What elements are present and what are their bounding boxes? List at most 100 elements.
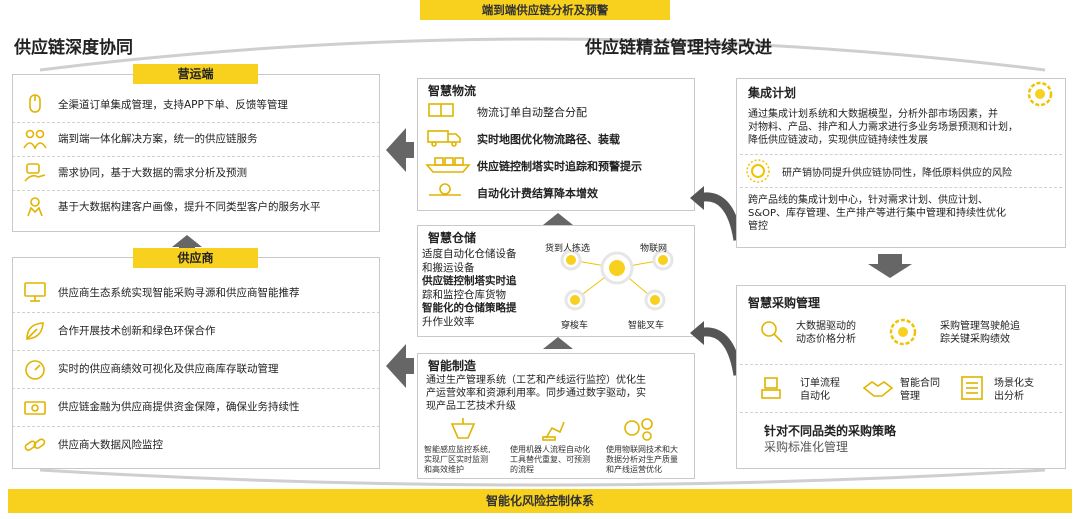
list-item: 合作开展技术创新和绿色环保合作 <box>12 312 380 348</box>
sub-line: 的流程 <box>510 465 534 474</box>
sensor-icon <box>450 418 476 439</box>
list-item: 端到端一体化解决方案，统一的供应链服务 <box>12 122 380 154</box>
plan-panel <box>736 78 1066 248</box>
warehouse-line: 智能化的仓储策略提 <box>422 302 517 314</box>
manufacturing-sub: 智能感应监控系统, 实现厂区实时监测 和高效维护 <box>424 445 510 475</box>
procure-strategy: 针对不同品类的采购策略 <box>764 424 897 438</box>
magnifier-icon <box>761 321 783 343</box>
procure-panel <box>736 285 1066 469</box>
list-item-text: 自动化计费结算降本增效 <box>477 186 598 200</box>
procure-cell: 订单流程 自动化 <box>800 377 840 403</box>
sub-line: 数据分析对生产质量 <box>606 455 678 464</box>
handshake-icon <box>12 161 58 185</box>
procure-cell: 智能合同 管理 <box>900 377 940 403</box>
warehouse-line: 适度自动化仓储设备 <box>422 248 517 260</box>
supplier-panel <box>12 257 380 469</box>
sub-line: 使用物联网技术和大 <box>606 445 678 454</box>
dashboard-icon <box>889 318 917 346</box>
cell-line: 踪关键采购绩效 <box>940 334 1010 345</box>
manufacturing-line: 现产品工艺技术升级 <box>426 401 516 412</box>
list-item: 物流订单自动整合分配 <box>425 98 693 125</box>
manufacturing-line: 产运营效率和资源利用率。同步通过数字驱动，实 <box>426 388 646 399</box>
warehouse-network <box>560 249 674 311</box>
procure-divider <box>740 412 1062 413</box>
cell-line: 动态价格分析 <box>796 334 856 345</box>
gear-icon <box>1027 81 1053 107</box>
handshake-icon <box>862 381 894 397</box>
plan-line: 跨产品线的集成计划中心，针对需求计划、供应计划、 <box>748 195 988 206</box>
list-item: 自动化计费结算降本增效 <box>425 179 693 206</box>
supplier-list: 供应商生态系统实现智能采购寻源和供应商智能推荐 合作开展技术创新和绿色环保合作 … <box>12 274 380 468</box>
list-item: 供应商生态系统实现智能采购寻源和供应商智能推荐 <box>12 274 380 310</box>
sub-line: 智能感应监控系统, <box>424 445 491 454</box>
plan-mid-text: 研产销协同提升供应链协同性，降低原料供应的风险 <box>782 168 1012 179</box>
list-item-text: 供应商大数据风险监控 <box>58 439 163 451</box>
node-label: 穿梭车 <box>561 321 589 331</box>
link-icon <box>12 433 58 457</box>
right-heading: 供应链精益管理持续改进 <box>585 38 772 58</box>
manufacturing-text: 通过生产管理系统（工艺和产线运行监控）优化生 产运营效率和资源利用率。同步通过数… <box>426 374 694 413</box>
manufacturing-sub: 使用物联网技术和大 数据分析对生产质量 和产线运营优化 <box>606 445 694 475</box>
arrow-up-icon <box>172 235 202 247</box>
cell-line: 采购管理驾驶舱追 <box>940 321 1020 332</box>
curved-arrow-icon <box>690 321 740 376</box>
plan-para1: 通过集成计划系统和大数据模型，分析外部市场因素，并 对物料、产品、排产和人力需求… <box>748 108 1060 147</box>
monitor-icon <box>12 280 58 304</box>
list-item: 基于大数据构建客户画像，提升不同类型客户的服务水平 <box>12 190 380 222</box>
ship-icon <box>425 153 477 179</box>
plan-line: S&OP、库存管理、生产排产等进行集中管理和持续性优化 <box>748 208 1007 219</box>
sales-list: 全渠道订单集成管理，支持APP下单、反馈等管理 端到端一体化解决方案，统一的供应… <box>12 88 380 228</box>
list-item: 供应链金融为供应商提供资金保障，确保业务持续性 <box>12 388 380 424</box>
list-item-text: 供应链金融为供应商提供资金保障，确保业务持续性 <box>58 401 300 413</box>
sub-line: 使用机器人流程自动化 <box>510 445 590 454</box>
warehouse-line: 踪和监控仓库货物 <box>422 288 506 301</box>
warehouse-line: 升作业效率 <box>422 315 475 328</box>
procure-divider <box>740 364 1062 365</box>
plan-mid-band <box>740 154 1062 188</box>
plan-line: 通过集成计划系统和大数据模型，分析外部市场因素，并 <box>748 109 998 120</box>
robot-arm-icon <box>542 421 565 441</box>
cell-line: 智能合同 <box>900 378 940 389</box>
plan-line: 对物料、产品、排产和人力需求进行多业务场景预测和计划， <box>748 122 1018 133</box>
money-icon <box>12 395 58 419</box>
plan-line: 管控 <box>748 221 768 232</box>
arrow-down-icon <box>868 254 912 278</box>
plan-line: 降低供应链波动，实现供应链持续性发展 <box>748 135 928 146</box>
list-item: 实时地图优化物流路径、装载 <box>425 125 693 152</box>
top-banner: 端到端供应链分析及预警 <box>420 0 670 20</box>
arrow-left-icon <box>386 344 414 388</box>
supplier-title: 供应商 <box>133 248 258 268</box>
warehouse-panel <box>417 225 695 337</box>
warehouse-text: 适度自动化仓储设备 和搬运设备 供应链控制塔实时追 踪和监控仓库货物 智能化的仓… <box>422 248 542 329</box>
portrait-icon <box>12 195 58 219</box>
cell-line: 自动化 <box>800 391 830 402</box>
sales-panel <box>12 74 380 232</box>
arrow-left-icon <box>386 128 414 172</box>
list-item-text: 供应链控制塔实时追踪和预警提示 <box>477 159 642 173</box>
warehouse-line: 供应链控制塔实时追 <box>422 275 517 287</box>
cell-line: 订单流程 <box>800 378 840 389</box>
order-box-icon <box>425 99 477 125</box>
sales-title: 营运端 <box>133 64 258 84</box>
process-icon <box>761 377 781 399</box>
list-item-text: 全渠道订单集成管理，支持APP下单、反馈等管理 <box>58 98 288 111</box>
manufacturing-sub: 使用机器人流程自动化 工具替代重复、可预测 的流程 <box>510 445 602 475</box>
cell-line: 出分析 <box>994 391 1024 402</box>
list-item-text: 实时地图优化物流路径、装载 <box>477 132 620 146</box>
list-item: 实时的供应商绩效可视化及供应商库存联动管理 <box>12 350 380 386</box>
logistics-panel <box>417 78 695 211</box>
list-item-text: 合作开展技术创新和绿色环保合作 <box>58 325 216 337</box>
sub-line: 工具替代重复、可预测 <box>510 455 590 464</box>
list-icon <box>961 376 983 400</box>
logistics-title: 智慧物流 <box>428 84 477 98</box>
warehouse-line: 和搬运设备 <box>422 261 475 274</box>
list-item: 供应链控制塔实时追踪和预警提示 <box>425 152 693 179</box>
bottom-banner: 智能化风险控制体系 <box>8 489 1072 513</box>
sub-line: 和高效维护 <box>424 465 464 474</box>
manufacturing-panel <box>417 353 695 479</box>
node-label: 智能叉车 <box>628 321 665 331</box>
cell-line: 管理 <box>900 391 920 402</box>
mouse-icon <box>12 92 58 116</box>
procure-title: 智慧采购管理 <box>748 296 821 310</box>
